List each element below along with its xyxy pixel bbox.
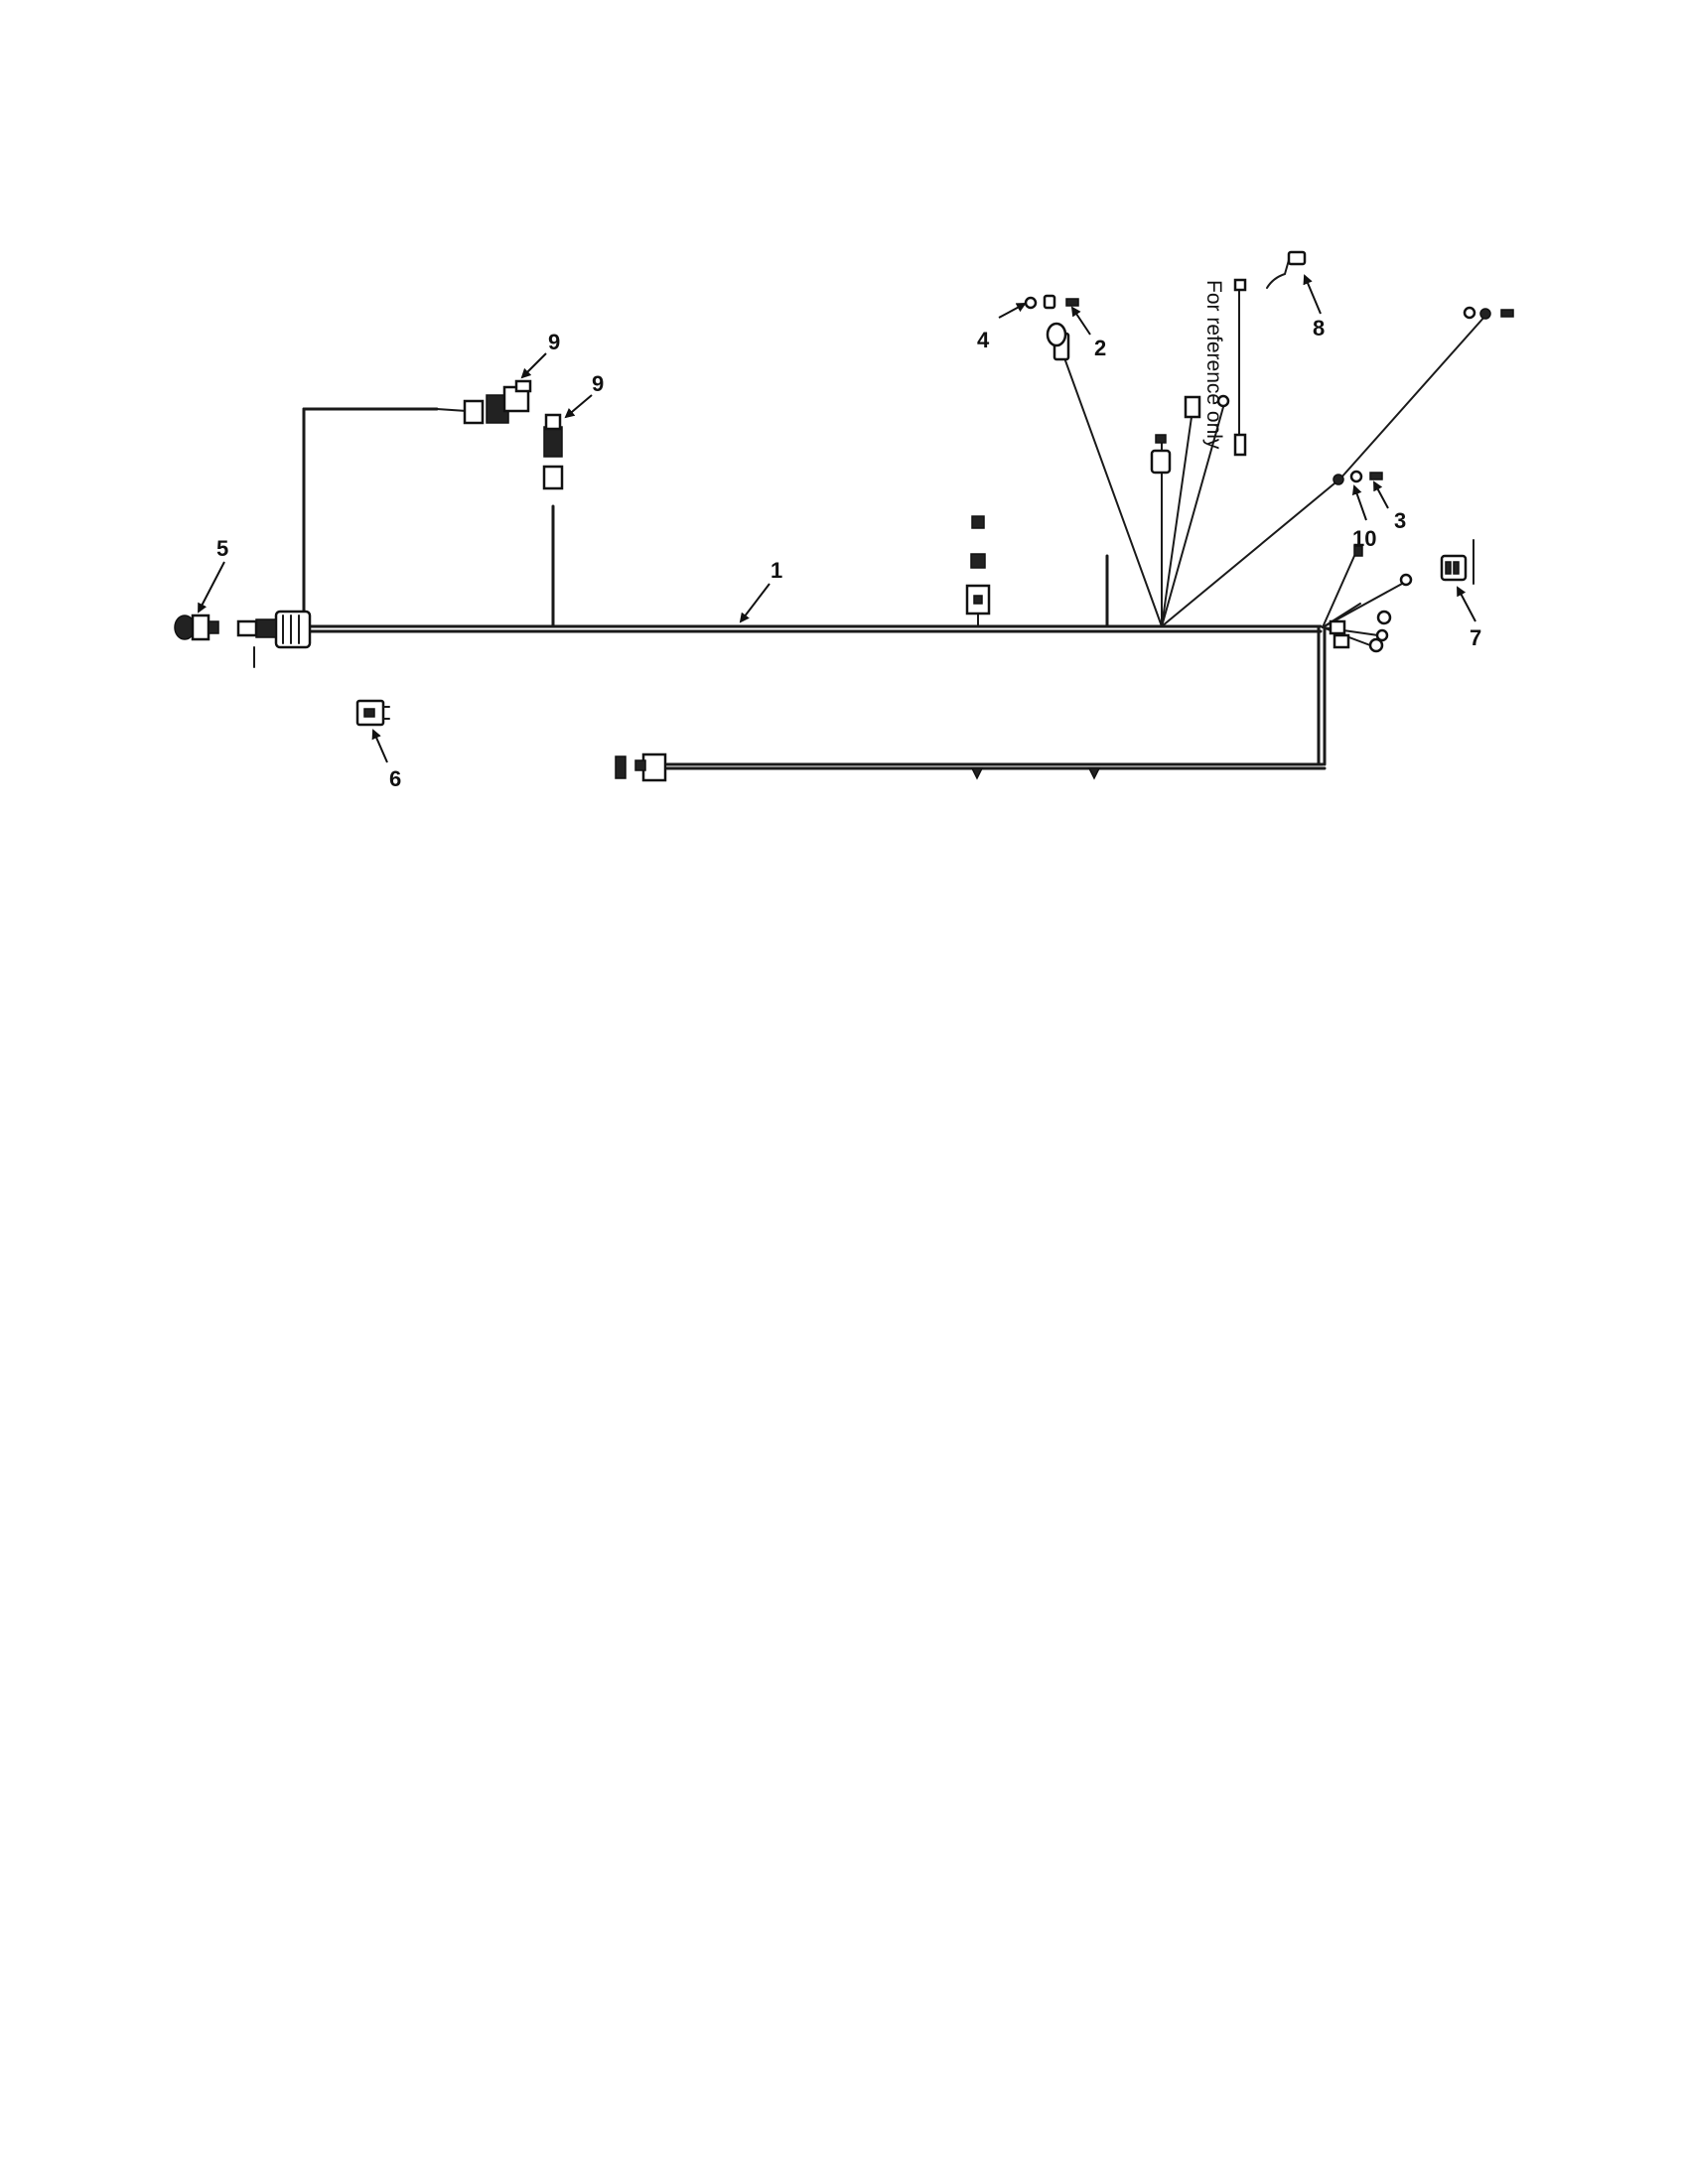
callout-9b: 9 — [592, 371, 604, 396]
part-3-screw — [1369, 472, 1383, 480]
fan-out-junction — [1061, 315, 1486, 627]
upper-fan-branch-terminals — [1024, 294, 1079, 361]
branch-connector-a — [463, 399, 485, 425]
mid-vertical-branch — [542, 413, 564, 628]
connector-9b-body — [543, 426, 563, 458]
right-junction — [1317, 545, 1413, 766]
callout-6: 6 — [389, 766, 401, 791]
lower-return-branch — [615, 752, 1327, 782]
reference-only-cable — [1233, 278, 1247, 457]
callout-4: 4 — [977, 328, 990, 352]
callout-2: 2 — [1094, 336, 1106, 360]
part-10-washer — [1349, 470, 1363, 483]
main-harness-trunk — [308, 624, 1323, 633]
reference-note: For reference only — [1202, 280, 1225, 450]
callout-3: 3 — [1394, 508, 1406, 533]
callout-labels: 1 2 3 4 5 6 7 8 9 9 10 — [216, 316, 1481, 791]
part-2-screw — [1065, 298, 1079, 307]
left-end-connector — [236, 610, 312, 668]
part-5-connector-cap — [174, 614, 219, 641]
part-6-relay — [355, 699, 390, 727]
callout-1: 1 — [771, 558, 782, 583]
part-8-wire-clip — [1266, 250, 1307, 289]
callout-8: 8 — [1313, 316, 1325, 341]
callout-9a: 9 — [548, 330, 560, 354]
part-7-terminal-block — [1440, 539, 1474, 585]
right-long-branch-terminals — [1333, 306, 1514, 485]
part-4-washer — [1024, 296, 1038, 310]
connector-9b-head — [544, 413, 562, 431]
callout-5: 5 — [216, 536, 228, 561]
center-branch-connectors — [965, 515, 1109, 628]
callout-7: 7 — [1470, 625, 1481, 650]
callout-10: 10 — [1352, 526, 1376, 551]
left-upper-branch — [302, 379, 532, 628]
branch-connector-b — [542, 465, 564, 490]
callout-leaders — [198, 274, 1476, 763]
